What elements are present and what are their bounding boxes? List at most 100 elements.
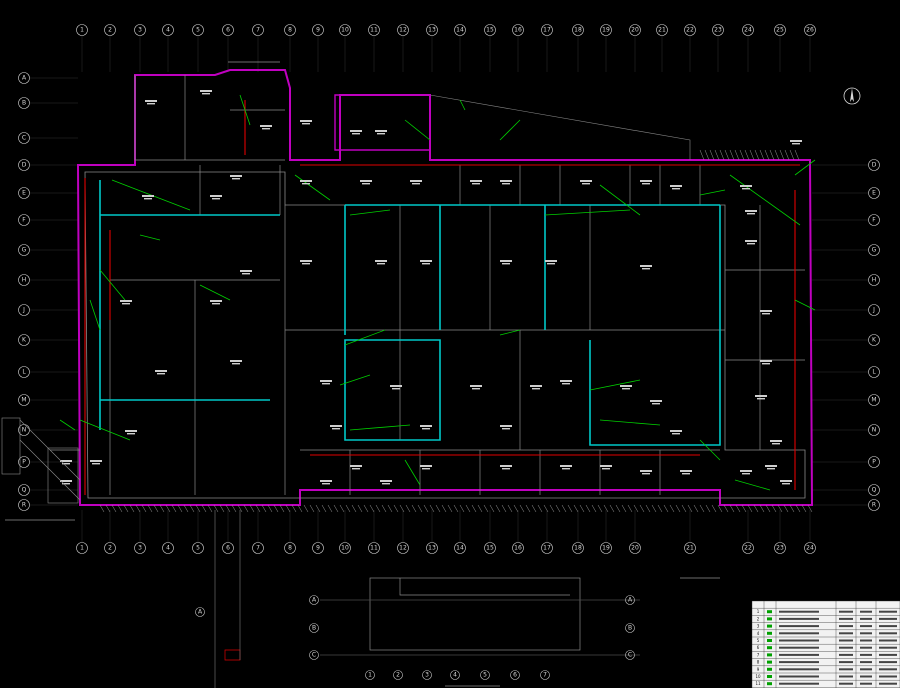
wire-17 — [349, 424, 411, 431]
legend-spec-text-block — [839, 668, 853, 671]
equipment-sublabel-17 — [672, 188, 680, 190]
legend-description-text-block — [779, 625, 819, 628]
equipment-label-35 — [390, 385, 402, 387]
svg-text:15: 15 — [486, 545, 494, 552]
legend-note-text-block — [879, 625, 897, 628]
grid-col-top-18: 18 — [572, 24, 584, 36]
equipment-label-27 — [375, 260, 387, 262]
svg-text:4: 4 — [166, 27, 170, 34]
equipment-sublabel-23 — [212, 303, 220, 305]
equipment-sublabel-32 — [762, 313, 770, 315]
equipment-label-63 — [780, 480, 792, 482]
equipment-label-34 — [320, 380, 332, 382]
grid-col-bottom-12: 12 — [397, 542, 409, 554]
svg-text:8: 8 — [288, 27, 292, 34]
grid-col-top-23: 23 — [712, 24, 724, 36]
grid-col-top-22: 22 — [684, 24, 696, 36]
svg-text:20: 20 — [631, 27, 639, 34]
grid-col-top-19: 19 — [600, 24, 612, 36]
svg-text:12: 12 — [399, 27, 407, 34]
equipment-label-13 — [470, 180, 482, 182]
equipment-label-48 — [420, 465, 432, 467]
equipment-label-14 — [500, 180, 512, 182]
equipment-sublabel-39 — [622, 388, 630, 390]
equipment-sublabel-49 — [502, 468, 510, 470]
svg-text:F: F — [22, 217, 26, 224]
grid-row-left-A: A — [18, 72, 30, 84]
legend-row-number: 2 — [757, 616, 760, 621]
equipment-label-29 — [500, 260, 512, 262]
sub-grid-col-6: 6 — [510, 670, 520, 680]
equipment-sublabel-52 — [642, 473, 650, 475]
equipment-label-28 — [420, 260, 432, 262]
legend-description-text-block — [779, 610, 819, 613]
equipment-label-30 — [545, 260, 557, 262]
svg-text:2: 2 — [108, 27, 112, 34]
grid-col-bottom-9: 9 — [312, 542, 324, 554]
legend-spec-text-block — [839, 682, 853, 685]
equipment-sublabel-45 — [672, 433, 680, 435]
sub-grid-row-left-B: B — [309, 623, 319, 633]
equipment-label-12 — [410, 180, 422, 182]
legend-symbol-icon — [767, 610, 772, 614]
site-boundary — [429, 94, 691, 160]
legend-spec-text-block — [839, 661, 853, 664]
equipment-label-39 — [620, 385, 632, 387]
legend-spec-text-block — [839, 617, 853, 620]
sub-grid-col-3: 3 — [422, 670, 432, 680]
equipment-sublabel-6 — [377, 133, 385, 135]
legend-note-text-block — [879, 653, 897, 656]
equipment-sublabel-2 — [202, 93, 210, 95]
legend-qty-text-block — [860, 632, 872, 635]
grid-row-right-H: H — [868, 274, 880, 286]
equipment-labels — [60, 90, 802, 485]
grid-row-right-F: F — [868, 214, 880, 226]
svg-text:3: 3 — [138, 545, 142, 552]
wire-3 — [199, 284, 231, 301]
equipment-label-61 — [125, 430, 137, 432]
equipment-sublabel-34 — [322, 383, 330, 385]
equipment-label-37 — [530, 385, 542, 387]
legend-qty-text-block — [860, 639, 872, 642]
legend-description-text-block — [779, 675, 819, 678]
equipment-label-52 — [640, 470, 652, 472]
legend-description-text-block — [779, 617, 819, 620]
svg-text:16: 16 — [514, 27, 522, 34]
svg-text:15: 15 — [486, 27, 494, 34]
svg-text:21: 21 — [686, 545, 694, 552]
svg-text:L: L — [872, 369, 876, 376]
wire-28 — [459, 99, 466, 111]
equipment-label-1 — [145, 100, 157, 102]
legend-qty-text-block — [860, 682, 872, 685]
equipment-sublabel-8 — [212, 198, 220, 200]
svg-text:25: 25 — [776, 27, 784, 34]
equipment-label-6 — [375, 130, 387, 132]
legend-qty-text-block — [860, 668, 872, 671]
equipment-label-19 — [790, 140, 802, 142]
legend-row-number: 1 — [757, 609, 760, 614]
equipment-label-51 — [600, 465, 612, 467]
svg-text:Q: Q — [872, 487, 877, 494]
equipment-label-2 — [200, 90, 212, 92]
grid-row-right-J: J — [868, 304, 880, 316]
svg-text:10: 10 — [341, 27, 349, 34]
svg-text:D: D — [22, 162, 27, 169]
svg-text:N: N — [872, 427, 877, 434]
legend-spec-text-block — [839, 653, 853, 656]
equipment-sublabel-24 — [232, 363, 240, 365]
equipment-sublabel-46 — [772, 443, 780, 445]
svg-text:6: 6 — [226, 27, 230, 34]
svg-text:C: C — [312, 652, 316, 659]
grid-col-bottom-20: 20 — [629, 542, 641, 554]
wire-27 — [59, 419, 76, 431]
legend-note-text-block — [879, 632, 897, 635]
equipment-sublabel-4 — [302, 123, 310, 125]
equipment-label-22 — [120, 300, 132, 302]
grid-col-top-11: 11 — [368, 24, 380, 36]
equipment-label-23 — [210, 300, 222, 302]
equipment-sublabel-12 — [412, 183, 420, 185]
svg-text:17: 17 — [543, 545, 551, 552]
equipment-sublabel-48 — [422, 468, 430, 470]
